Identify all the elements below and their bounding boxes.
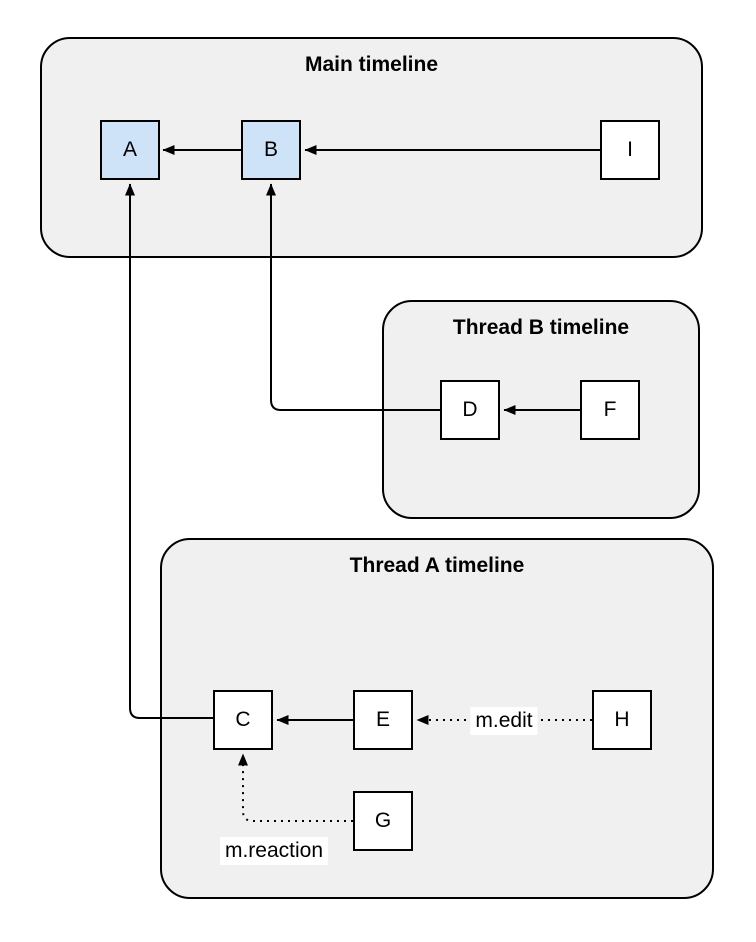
node-c: C bbox=[213, 690, 273, 750]
container-title-main-timeline: Main timeline bbox=[304, 53, 439, 76]
node-d: D bbox=[440, 380, 500, 440]
edge-label-m-reaction: m.reaction bbox=[219, 837, 329, 865]
edge-d-to-b bbox=[266, 183, 440, 411]
node-g: G bbox=[353, 791, 413, 851]
container-title-thread-b-timeline: Thread B timeline bbox=[452, 316, 630, 339]
edge-label-m-edit: m.edit bbox=[470, 707, 538, 735]
edge-c-to-a bbox=[125, 183, 213, 719]
node-f: F bbox=[580, 380, 640, 440]
node-i: I bbox=[600, 120, 660, 180]
node-h: H bbox=[592, 690, 652, 750]
edge-g-to-c-m-reaction bbox=[238, 753, 353, 822]
container-title-thread-a-timeline: Thread A timeline bbox=[349, 554, 525, 577]
node-b: B bbox=[241, 120, 301, 180]
node-e: E bbox=[353, 690, 413, 750]
node-a: A bbox=[100, 120, 160, 180]
